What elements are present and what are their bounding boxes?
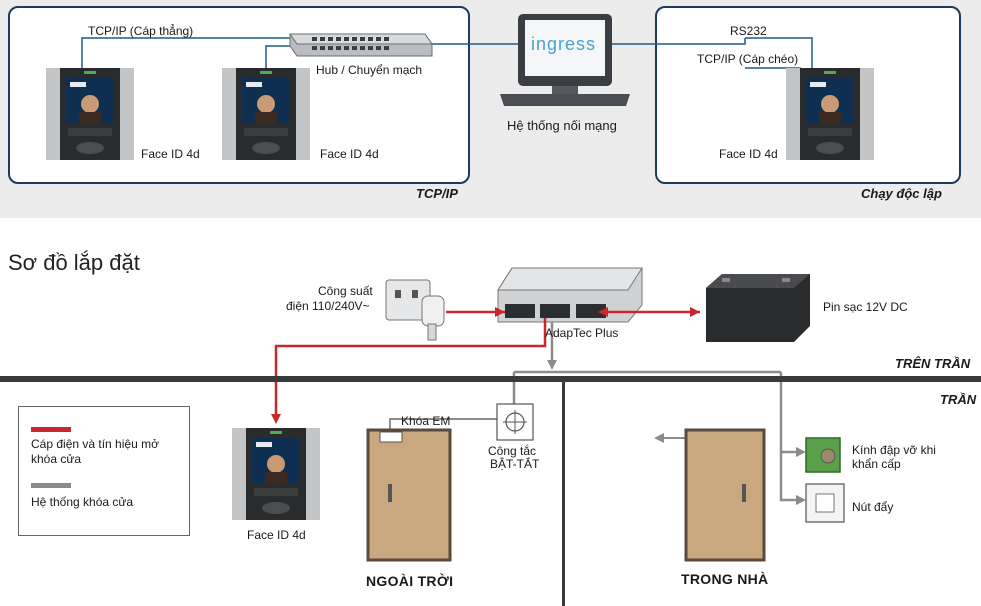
standalone-device-label: Face ID 4d [719, 147, 778, 161]
power-label-line1: Công suất [318, 284, 373, 298]
ingress-computer [500, 14, 630, 106]
legend-lock-swatch [31, 483, 71, 488]
hub-label: Hub / Chuyển mạch [316, 63, 423, 77]
break-glass-label-line1: Kính đập vỡ khi [852, 443, 936, 457]
device2-label: Face ID 4d [320, 147, 379, 161]
ingress-logo: ingress [531, 34, 597, 54]
inside-label: TRONG NHÀ [681, 571, 769, 587]
standalone-mode-label: Chạy độc lập [861, 186, 942, 201]
em-lock-label: Khóa EM [401, 414, 451, 428]
legend-lock-item: Hệ thống khóa cửa [31, 495, 134, 509]
power-label-line2: điện 110/240V~ [286, 299, 370, 313]
crossover-cable-label: TCP/IP (Cáp chéo) [697, 52, 799, 66]
switch-label-line2: BẬT-TẮT [490, 457, 540, 471]
switch-label-line1: Công tắc [488, 444, 537, 458]
outside-label: NGOÀI TRỜI [366, 573, 454, 589]
device1-label: Face ID 4d [141, 147, 200, 161]
battery-label: Pin sạc 12V DC [823, 300, 908, 314]
network-hub [289, 33, 433, 57]
legend-power-item: Cáp điện và tín hiệu mở khóa cửa [31, 437, 159, 466]
legend-power-swatch [31, 427, 71, 432]
tcpip-mode-label: TCP/IP [416, 186, 458, 201]
rs232-label: RS232 [730, 24, 767, 38]
above-ceiling-label: TRÊN TRẦN [895, 356, 971, 371]
network-system-label: Hệ thống nối mạng [507, 118, 617, 133]
ceiling-label: TRẦN [940, 392, 977, 407]
legend-box: Cáp điện và tín hiệu mở khóa cửa Hệ thốn… [18, 406, 190, 536]
straight-cable-label: TCP/IP (Cáp thẳng) [88, 24, 194, 38]
controller-label: AdapTec Plus [545, 326, 619, 340]
break-glass-label-line2: khẩn cấp [852, 457, 901, 471]
install-device-label: Face ID 4d [247, 528, 306, 542]
push-button-label: Nút đẩy [852, 500, 894, 514]
install-heading: Sơ đồ lắp đặt [8, 250, 140, 275]
